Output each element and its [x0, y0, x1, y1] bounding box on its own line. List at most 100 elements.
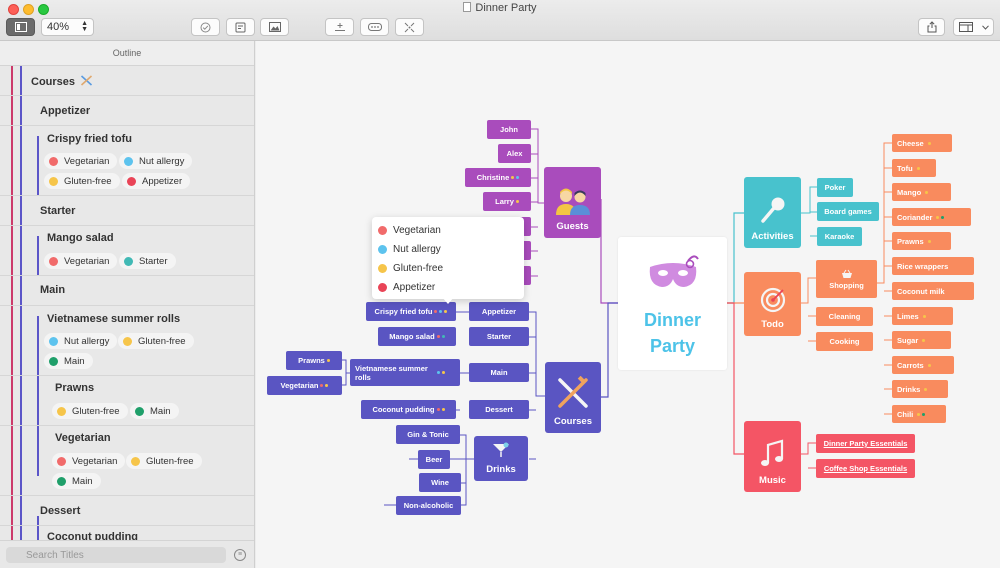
- outline-row-mango-salad[interactable]: Mango salad Vegetarian Starter: [0, 226, 254, 276]
- tag-gluten-free[interactable]: Gluten-free: [52, 403, 128, 419]
- outline-row-vietnamese-summer-rolls[interactable]: Vietnamese summer rolls Nut allergy Glut…: [0, 306, 254, 376]
- tag-nut-allergy[interactable]: Nut allergy: [44, 333, 118, 349]
- outline-row-starter[interactable]: Starter: [0, 196, 254, 226]
- filter-icon[interactable]: ≡: [234, 549, 246, 561]
- central-topic-title: Dinner: [643, 310, 701, 330]
- course-vegetarian[interactable]: Vegetarian: [267, 376, 342, 395]
- outline-root-line: [11, 66, 13, 540]
- shopping-item-coconut-milk[interactable]: Coconut milk: [892, 282, 974, 300]
- cutlery-icon: [81, 75, 93, 86]
- popover-tag-appetizer[interactable]: Appetizer: [378, 279, 435, 295]
- shopping-item-mango[interactable]: Mango: [892, 183, 951, 201]
- drink-wine[interactable]: Wine: [419, 473, 461, 492]
- courses-topic[interactable]: Courses: [545, 362, 601, 433]
- tag-vegetarian[interactable]: Vegetarian: [44, 153, 118, 169]
- todo-cleaning[interactable]: Cleaning: [816, 307, 873, 326]
- course-mango-salad[interactable]: Mango salad: [378, 327, 456, 346]
- relation-button[interactable]: [360, 18, 389, 36]
- shopping-item-tofu[interactable]: Tofu: [892, 159, 936, 177]
- tag-gluten-free[interactable]: Gluten-free: [44, 173, 120, 189]
- drink-beer[interactable]: Beer: [418, 450, 450, 469]
- shopping-item-limes[interactable]: Limes: [892, 307, 953, 325]
- focus-button[interactable]: [395, 18, 424, 36]
- tag-appetizer[interactable]: Appetizer: [122, 173, 191, 189]
- popover-tag-gluten-free[interactable]: Gluten-free: [378, 260, 443, 276]
- toggle-sidebar-button[interactable]: [6, 18, 35, 36]
- outline-row-courses[interactable]: Courses: [0, 66, 254, 96]
- course-coconut-pudding[interactable]: Coconut pudding: [361, 400, 456, 419]
- outline-header: Outline: [0, 41, 254, 66]
- outline-row-coconut-pudding[interactable]: Coconut pudding: [0, 526, 254, 540]
- image-button[interactable]: [260, 18, 289, 36]
- activities-topic[interactable]: Activities: [744, 177, 801, 248]
- guest-john[interactable]: John: [487, 120, 531, 139]
- zoom-select[interactable]: 40% ▲▼: [41, 18, 94, 36]
- outline-row-title: Courses: [31, 76, 76, 88]
- drink-gin-tonic[interactable]: Gin & Tonic: [396, 425, 460, 444]
- outline-sidebar: Outline Courses Appetizer Crispy fried t…: [0, 41, 255, 568]
- playlist-coffee-shop-essentials[interactable]: Coffee Shop Essentials: [816, 459, 915, 478]
- guest-alex[interactable]: Alex: [498, 144, 531, 163]
- close-window-button[interactable]: [8, 4, 19, 15]
- course-prawns[interactable]: Prawns: [286, 351, 342, 370]
- guest-christine[interactable]: Christine: [465, 168, 531, 187]
- shopping-item-prawns[interactable]: Prawns: [892, 232, 951, 250]
- tag-vegetarian[interactable]: Vegetarian: [52, 453, 126, 469]
- share-button[interactable]: [918, 18, 945, 36]
- tag-gluten-free[interactable]: Gluten-free: [126, 453, 202, 469]
- shopping-item-carrots[interactable]: Carrots: [892, 356, 954, 374]
- tag-starter[interactable]: Starter: [119, 253, 176, 269]
- course-appetizer[interactable]: Appetizer: [469, 302, 529, 321]
- course-vietnamese-summer-rolls[interactable]: Vietnamese summer rolls: [350, 359, 460, 386]
- outline-row-main[interactable]: Main: [0, 276, 254, 306]
- activity-karaoke[interactable]: Karaoke: [817, 227, 862, 246]
- outline-row-title: Dessert: [40, 505, 81, 517]
- course-crispy-fried-tofu[interactable]: Crispy fried tofu: [366, 302, 456, 321]
- shopping-item-rice-wrappers[interactable]: Rice wrappers: [892, 257, 974, 275]
- course-starter[interactable]: Starter: [469, 327, 529, 346]
- mind-map-canvas[interactable]: John Alex Christine Larry Guests Crispy …: [256, 41, 1000, 568]
- tag-nut-allergy[interactable]: Nut allergy: [119, 153, 193, 169]
- tag-gluten-free[interactable]: Gluten-free: [118, 333, 194, 349]
- outline-row-appetizer[interactable]: Appetizer: [0, 96, 254, 126]
- tag-main[interactable]: Main: [130, 403, 179, 419]
- shopping-item-drinks[interactable]: Drinks: [892, 380, 948, 398]
- drink-non-alcoholic[interactable]: Non-alcoholic: [396, 496, 461, 515]
- outline-dessert-line: [37, 516, 39, 540]
- popover-tag-nut-allergy[interactable]: Nut allergy: [378, 241, 441, 257]
- guests-topic[interactable]: Guests: [544, 167, 601, 238]
- popover-tag-vegetarian[interactable]: Vegetarian: [378, 222, 441, 238]
- search-titles-input[interactable]: [6, 547, 226, 563]
- outline-appetizer-line: [37, 136, 39, 196]
- drinks-topic[interactable]: Drinks: [474, 436, 528, 481]
- share-icon: [927, 21, 936, 33]
- shopping-item-chili[interactable]: Chili: [892, 405, 946, 423]
- tag-main[interactable]: Main: [44, 353, 93, 369]
- add-topic-button[interactable]: [325, 18, 354, 36]
- note-button[interactable]: [226, 18, 255, 36]
- outline-row-dessert[interactable]: Dessert: [0, 496, 254, 526]
- music-topic[interactable]: Music: [744, 421, 801, 492]
- todo-cooking[interactable]: Cooking: [816, 332, 873, 351]
- guest-larry[interactable]: Larry: [483, 192, 531, 211]
- inspector-button[interactable]: [953, 18, 994, 36]
- shopping-item-coriander[interactable]: Coriander: [892, 208, 971, 226]
- task-button[interactable]: [191, 18, 220, 36]
- tag-main[interactable]: Main: [52, 473, 101, 489]
- shopping-item-sugar[interactable]: Sugar: [892, 331, 951, 349]
- todo-topic[interactable]: Todo: [744, 272, 801, 336]
- course-main[interactable]: Main: [469, 363, 529, 382]
- course-dessert[interactable]: Dessert: [469, 400, 529, 419]
- shopping-item-cheese[interactable]: Cheese: [892, 134, 952, 152]
- playlist-dinner-party-essentials[interactable]: Dinner Party Essentials: [816, 434, 915, 453]
- minimize-window-button[interactable]: [23, 4, 34, 15]
- zoom-window-button[interactable]: [38, 4, 49, 15]
- outline-row-prawns[interactable]: Prawns Gluten-free Main: [0, 376, 254, 426]
- activity-poker[interactable]: Poker: [817, 178, 853, 197]
- outline-row-vegetarian[interactable]: Vegetarian Vegetarian Gluten-free Main: [0, 426, 254, 496]
- activity-board-games[interactable]: Board games: [817, 202, 879, 221]
- outline-row-crispy-fried-tofu[interactable]: Crispy fried tofu Vegetarian Nut allergy…: [0, 126, 254, 196]
- todo-shopping[interactable]: Shopping: [816, 260, 877, 298]
- tag-vegetarian[interactable]: Vegetarian: [44, 253, 118, 269]
- central-topic[interactable]: Dinner Party: [618, 237, 727, 370]
